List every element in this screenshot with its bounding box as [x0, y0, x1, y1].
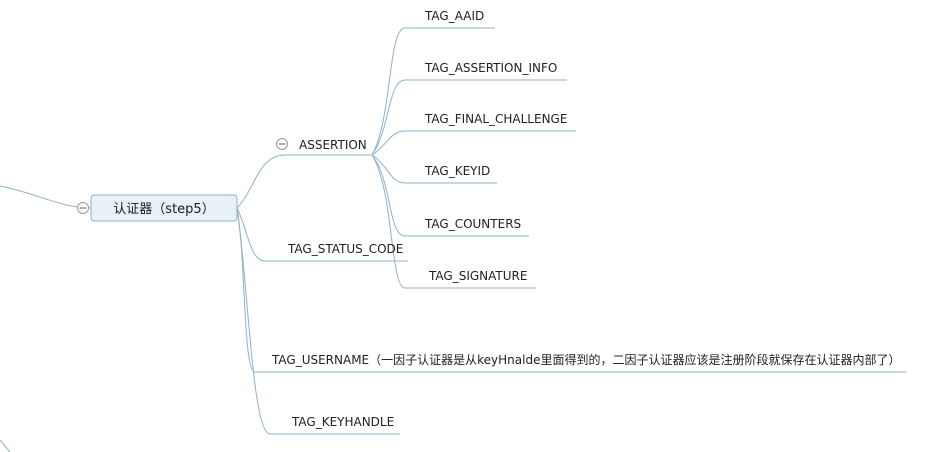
branch-username: [236, 207, 906, 373]
node-tag-keyhandle[interactable]: TAG_KEYHANDLE: [291, 415, 394, 429]
branch-keyhandle: [236, 207, 400, 435]
node-tag-final-challenge[interactable]: TAG_FINAL_CHALLENGE: [424, 112, 567, 126]
node-tag-signature[interactable]: TAG_SIGNATURE: [428, 269, 527, 283]
branch-signature: [371, 154, 536, 289]
node-assertion[interactable]: ASSERTION: [299, 138, 367, 152]
assertion-collapse-icon[interactable]: [276, 138, 288, 150]
branch-status-code: [236, 207, 408, 262]
root-collapse-icon[interactable]: [77, 202, 89, 214]
branch-counters: [371, 154, 529, 237]
branch-aaid: [371, 27, 495, 156]
root-node[interactable]: 认证器（step5）: [90, 194, 238, 222]
node-tag-keyid[interactable]: TAG_KEYID: [424, 164, 490, 178]
parent-branch-lower: [0, 439, 11, 452]
branch-keyid: [371, 154, 497, 184]
branch-final-challenge: [371, 130, 576, 156]
node-tag-aaid[interactable]: TAG_AAID: [424, 9, 484, 23]
branch-assertion-info: [371, 79, 567, 156]
node-tag-counters[interactable]: TAG_COUNTERS: [424, 217, 521, 231]
root-node-label: 认证器（step5）: [113, 202, 214, 217]
node-tag-username[interactable]: TAG_USERNAME（一因子认证器是从keyHnalde里面得到的，二因子认…: [271, 352, 900, 367]
branch-assertion: [236, 154, 372, 209]
node-tag-assertion-info[interactable]: TAG_ASSERTION_INFO: [424, 61, 557, 75]
node-tag-status-code[interactable]: TAG_STATUS_CODE: [287, 242, 403, 256]
